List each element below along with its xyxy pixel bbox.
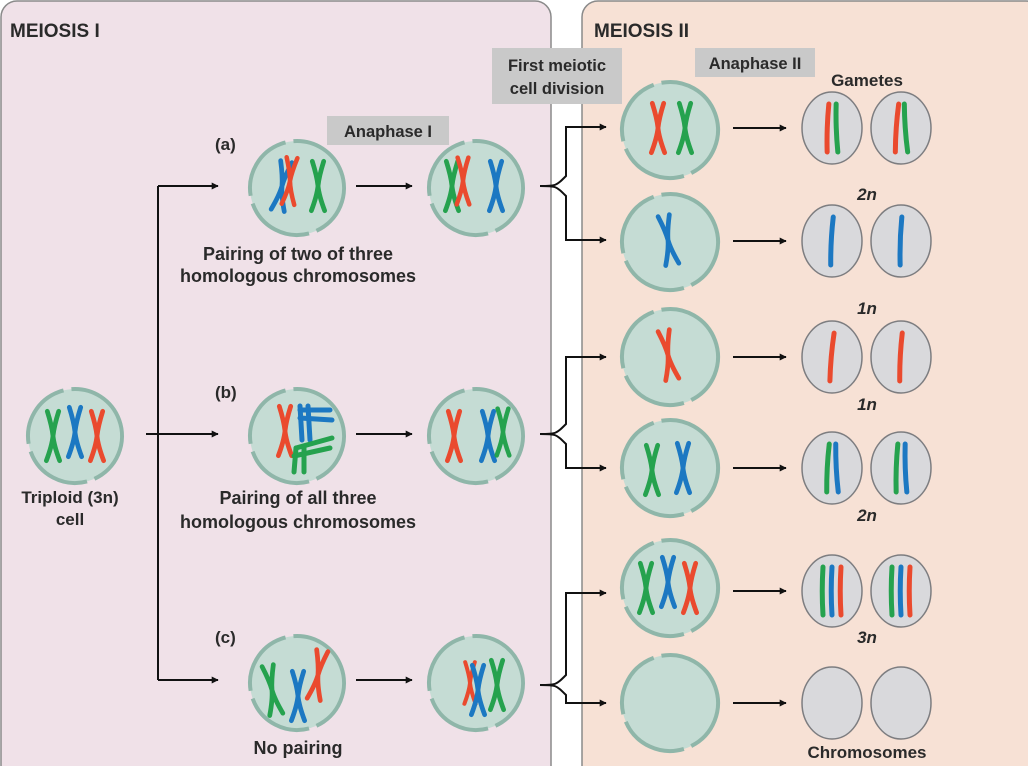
cell-ii-6 — [620, 653, 720, 753]
chromosome — [675, 100, 695, 156]
anaphase-i-label: Anaphase I — [344, 123, 432, 141]
trivalent — [291, 403, 335, 475]
anaphase-ii-label: Anaphase II — [709, 55, 802, 73]
chromatid — [824, 441, 832, 495]
gamete-arrows — [733, 124, 787, 707]
chromosome — [43, 408, 63, 464]
cell-ii-1 — [620, 80, 720, 180]
chromosome — [87, 408, 107, 464]
chromosome — [680, 560, 700, 616]
triploid-label-line2: cell — [56, 510, 84, 529]
chromosome — [304, 647, 331, 703]
meiosis-i-panel — [0, 0, 552, 766]
chromatid — [833, 101, 841, 155]
chromatid — [901, 101, 911, 155]
chromosome — [494, 406, 512, 458]
chromatid — [906, 564, 913, 618]
chromatid — [893, 441, 901, 495]
chromosome — [308, 158, 328, 214]
gamete-row1-right — [870, 91, 932, 165]
chromatid — [837, 564, 844, 618]
chromatid — [897, 214, 905, 268]
first-division-label-line2: cell division — [510, 80, 604, 98]
chromosome — [259, 662, 286, 718]
first-division-box — [492, 48, 622, 104]
gamete-row6-left — [801, 666, 863, 740]
anaphase-ii-box — [695, 48, 815, 77]
chromosome — [673, 440, 693, 496]
cells-layer — [26, 80, 720, 753]
caption-a-line1: Pairing of two of three — [203, 244, 393, 264]
case-b-label: (b) — [215, 383, 237, 402]
chromosome — [658, 554, 678, 610]
chromatid — [897, 564, 904, 618]
chromosome — [468, 662, 488, 718]
ploidy-row1: 2n — [856, 185, 877, 204]
caption-b-line1: Pairing of all three — [219, 488, 376, 508]
chromosome — [636, 560, 656, 616]
meiosis-ii-split-connectors — [539, 123, 607, 707]
chromatid — [819, 564, 826, 618]
chromatid — [902, 441, 910, 495]
chromosome — [487, 657, 507, 713]
chromosome — [444, 408, 464, 464]
gamete-row4-right — [870, 431, 932, 505]
case-c-label: (c) — [215, 628, 236, 647]
gametes-label: Gametes — [831, 71, 903, 90]
caption-c: No pairing — [254, 738, 343, 758]
ploidy-row2: 1n — [857, 299, 877, 318]
chromatid — [828, 214, 836, 268]
chromosome — [486, 158, 506, 214]
gametes-layer — [801, 91, 932, 740]
chromosome — [655, 212, 682, 268]
gamete-row6-right — [870, 666, 932, 740]
caption-b-line2: homologous chromosomes — [180, 512, 416, 532]
ploidy-row5: 3n — [857, 628, 877, 647]
first-division-label-line1: First meiotic — [508, 57, 606, 75]
chromatid — [828, 564, 835, 618]
chromatid — [833, 441, 841, 495]
chromosome — [454, 155, 472, 207]
chromosome — [655, 327, 682, 383]
caption-a-line2: homologous chromosomes — [180, 266, 416, 286]
chromatid — [892, 101, 902, 155]
ploidy-row3: 1n — [857, 395, 877, 414]
anaphase-i-box — [327, 116, 449, 145]
chromosome — [275, 403, 295, 459]
meiosis-ii-title: MEIOSIS II — [594, 21, 689, 42]
chromosome — [642, 442, 662, 498]
chromosome — [65, 404, 85, 460]
gamete-row1-left — [801, 91, 863, 165]
ploidy-row4: 2n — [856, 506, 877, 525]
chromosome — [648, 100, 668, 156]
chromatid — [827, 330, 837, 384]
chromatid — [897, 330, 905, 384]
triploid-label-line1: Triploid (3n) — [21, 488, 118, 507]
gamete-row4-left — [801, 431, 863, 505]
case-a-label: (a) — [215, 135, 236, 154]
chromatid — [888, 564, 895, 618]
meiosis-i-title: MEIOSIS I — [10, 21, 100, 42]
chromosome — [478, 408, 498, 464]
ploidy-row6: Chromosomes — [807, 743, 926, 762]
chromosome — [288, 668, 308, 724]
meiosis-i-branch-connectors — [146, 182, 413, 684]
chromosome — [279, 154, 300, 208]
chromatid — [824, 101, 832, 155]
